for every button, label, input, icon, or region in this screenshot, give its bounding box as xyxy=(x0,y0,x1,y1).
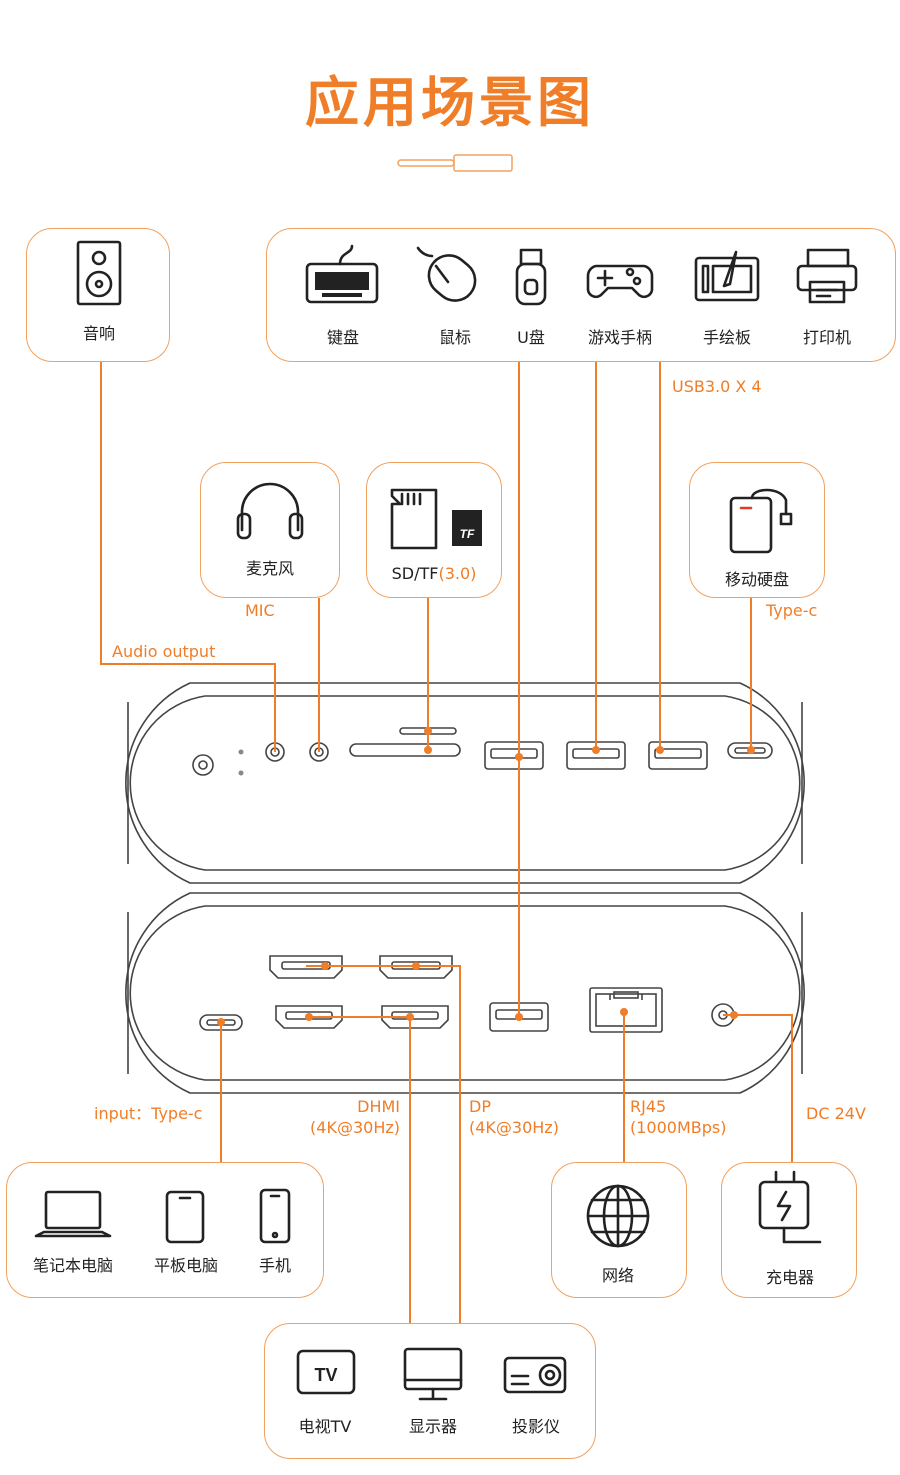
monitor-label: 显示器 xyxy=(408,1417,457,1436)
phone-icon xyxy=(259,1188,291,1244)
hdmi-port-label: DHMI (4K@30Hz) xyxy=(300,1096,400,1138)
gamepad-label: 游戏手柄 xyxy=(587,328,652,347)
mouse-icon xyxy=(416,246,477,302)
mouse-label: 鼠标 xyxy=(438,328,471,347)
charger-icon xyxy=(758,1170,822,1244)
printer-label: 打印机 xyxy=(802,328,851,347)
monitor-icon xyxy=(403,1347,463,1401)
dock-back xyxy=(125,892,805,1094)
sdcard-name: SD/TF xyxy=(391,564,439,583)
page-title: 应用场景图 xyxy=(305,71,595,134)
speaker-icon xyxy=(76,240,122,306)
network-label: 网络 xyxy=(601,1266,634,1285)
dock-front xyxy=(125,682,805,884)
speaker-label: 音响 xyxy=(82,324,115,343)
dp-name: DP xyxy=(469,1097,491,1116)
hdmi-spec: (4K@30Hz) xyxy=(310,1118,400,1137)
hdd-box xyxy=(689,462,825,598)
input-devices-box xyxy=(6,1162,324,1298)
usb-port-label: USB3.0 X 4 xyxy=(672,377,762,396)
charger-box xyxy=(721,1162,857,1298)
laptop-label: 笔记本电脑 xyxy=(32,1256,113,1275)
phone-label: 手机 xyxy=(258,1256,291,1275)
tv-label: 电视TV xyxy=(298,1417,352,1436)
svg-text:TV: TV xyxy=(314,1365,337,1385)
headphones-icon xyxy=(236,482,304,540)
mic-port-label: MIC xyxy=(245,601,275,620)
tv-icon: TV xyxy=(296,1349,356,1395)
usb-drive-icon xyxy=(515,248,547,306)
dp-spec: (4K@30Hz) xyxy=(469,1118,559,1137)
gamepad-icon xyxy=(586,264,654,299)
title-ornament xyxy=(397,154,513,172)
audio-port-label: Audio output xyxy=(112,642,216,661)
charger-label: 充电器 xyxy=(765,1268,814,1287)
projector-icon xyxy=(503,1356,567,1394)
dc-port-label: DC 24V xyxy=(806,1104,866,1123)
keyboard-icon xyxy=(305,244,379,304)
projector-label: 投影仪 xyxy=(511,1417,560,1436)
hard-drive-icon xyxy=(729,488,793,554)
keyboard-label: 键盘 xyxy=(326,328,359,347)
rj45-name: RJ45 xyxy=(630,1097,667,1116)
rj45-port-label: RJ45 (1000MBps) xyxy=(630,1096,726,1138)
globe-icon xyxy=(586,1184,650,1248)
pad-label: 平板电脑 xyxy=(153,1256,218,1275)
tablet-draw-label: 手绘板 xyxy=(702,328,751,347)
mic-label: 麦克风 xyxy=(245,559,294,578)
udisk-label: U盘 xyxy=(517,328,545,347)
tablet-icon xyxy=(165,1190,205,1244)
sdcard-label: SD/TF(3.0) xyxy=(366,564,502,583)
printer-icon xyxy=(796,248,858,304)
connection-lines xyxy=(100,362,793,1323)
hdd-label: 移动硬盘 xyxy=(724,570,789,589)
laptop-icon xyxy=(34,1190,112,1238)
rj45-spec: (1000MBps) xyxy=(630,1118,727,1137)
usb-devices-box xyxy=(266,228,896,362)
typec-port-label: Type-c xyxy=(766,601,818,620)
dp-port-label: DP (4K@30Hz) xyxy=(469,1096,559,1138)
drawing-tablet-icon xyxy=(694,250,760,302)
hdmi-name: DHMI xyxy=(357,1097,400,1116)
svg-text:TF: TF xyxy=(460,527,475,541)
input-port-label: input：Type-c xyxy=(94,1104,203,1123)
sd-card-icon: TF xyxy=(390,488,482,550)
sdcard-version: (3.0) xyxy=(438,564,477,583)
